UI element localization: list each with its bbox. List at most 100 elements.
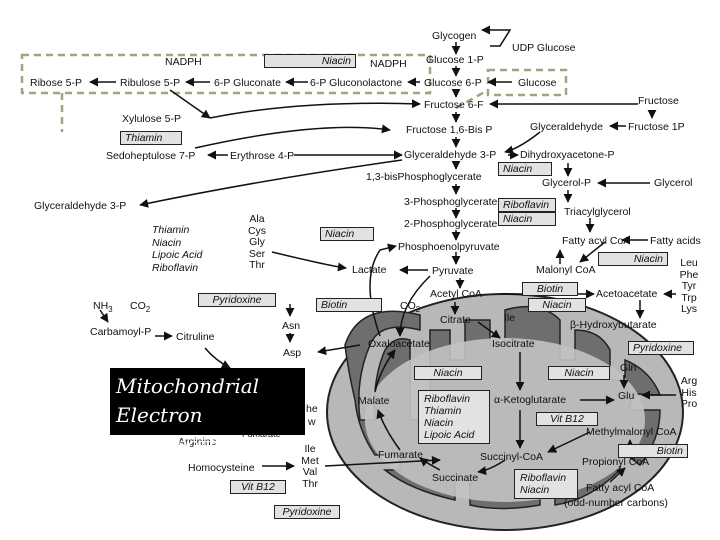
fructose-16-bisp: Fructose 1,6-Bis P [406,124,493,136]
fructose: Fructose [638,95,679,107]
title-line-2: Electron Transport [116,403,217,456]
tyr: Tyr [681,280,697,292]
glycogen: Glycogen [432,30,477,42]
pro: Pro [680,398,698,410]
glyceraldehyde-3p-left: Glyceraldehyde 3-P [34,200,127,212]
lys: Lys [681,303,697,315]
arg-group: Arg His Pro [676,375,702,411]
niacin-box-tca-right: Niacin [548,366,610,380]
gly: Gly [249,236,265,248]
leu: Leu [680,257,698,269]
alpha-ketoglutarate: α-Ketoglutarate [494,394,567,406]
xylulose-5p: Xylulose 5-P [122,113,181,125]
pyridoxine-box-mid: Pyridoxine [198,293,276,307]
arrow-fatty-acyl-malonyl [579,241,606,263]
pdh-thiamin: Thiamin [152,224,190,236]
ala-group: Ala Cys Gly Ser Thr [244,213,270,272]
mitochondrial-electron-transport-title: Mitochondrial Electron Transport [110,368,305,456]
arrows [89,25,676,483]
lactate: Lactate [352,264,387,276]
arrow-oxaloacetate-asp [317,344,361,356]
succ-complex-box: Riboflavin Niacin [514,469,578,499]
arg: Arg [680,375,698,387]
phe-fragment: he [306,403,318,415]
arrow-sedo-xylulose [194,124,391,149]
citruline: Citruline [176,331,215,343]
glucose-dashed-connector [455,88,489,110]
ile-mid: Ile [504,312,516,324]
ribulose-5p: Ribulose 5-P [120,77,181,89]
nadph-left: NADPH [165,56,202,68]
pyridoxine-box-bottom: Pyridoxine [274,505,340,519]
triacylglycerol: Triacylglycerol [564,206,631,218]
arrow-ribulose-xylulose [169,89,211,119]
arrow-nh3-carbamoyl [99,309,109,323]
glyceraldehyde: Glyceraldehyde [530,121,603,133]
vit-b12-box-mm: Vit B12 [536,412,598,426]
thr: Thr [249,259,265,271]
val: Val [302,466,318,478]
2-phosphoglycerate: 2-Phosphoglycerate [404,218,498,230]
methylmalonyl-coa: Methylmalonyl CoA [586,426,677,438]
ser: Ser [248,247,266,260]
bisphosphoglycerate: 1,3-bisPhosphoglycerate [366,171,482,183]
title-line-1: Mitochondrial [116,374,260,398]
matrix-space [365,338,645,502]
arrow-fattyodd-propionyl [609,467,626,483]
kg-complex-box: Riboflavin Thiamin Niacin Lipoic Acid [418,390,490,444]
ile: Ile [304,443,316,455]
arrow-glyceraldehyde-g3p [504,131,541,155]
pyruvate: Pyruvate [432,265,474,277]
odd-carbons-note: (odd-number carbons) [564,497,668,509]
arrow-ala-group-pyruvate [271,251,347,272]
niacin-box-fa: Niacin [598,252,668,266]
niacin-box-top: Niacin [264,54,356,68]
gln: Gln [620,362,637,374]
erythrose-4p: Erythrose 4-P [230,150,295,162]
acetoacetate: Acetoacetate [596,288,658,300]
nh3: NH3 [93,300,113,315]
fumarate: Fumarate [378,449,423,461]
arrow-succinate-fumarate [419,457,441,471]
arrow-pyruvate-oxaloacetate [395,275,431,337]
fatty-acyl-coa-odd: Fatty acyl CoA [586,482,655,494]
kg-lipoic-acid: Lipoic Acid [424,429,475,441]
6p-gluconate: 6-P Gluconate [214,77,281,89]
fatty-acyl-coa: Fatty acyl CoA [562,235,631,247]
thiamin-box-ppp: Thiamin [120,131,182,145]
co2-left: CO2 [130,300,151,315]
homocysteine: Homocysteine [188,462,255,474]
kg-niacin: Niacin [424,417,454,429]
biotin-box-pyruvate: Biotin [316,298,382,312]
arrow-citruline-cycle [204,347,231,369]
succinate: Succinate [432,472,479,484]
fatty-acids: Fatty acids [650,235,701,247]
nadph-right: NADPH [370,58,407,70]
acetyl-coa: Acetyl CoA [430,288,482,300]
fructose-6f: Fructose 6-F [424,99,484,111]
pdh-lipoic-acid: Lipoic Acid [152,249,203,261]
ribose-5p: Ribose 5-P [30,77,82,89]
arrow-citrate-isocitrate [477,321,501,339]
succinyl-coa: Succinyl-CoA [480,451,544,463]
succ-niacin: Niacin [520,484,550,496]
biotin-box-malonyl: Biotin [522,282,578,296]
met: Met [301,454,319,467]
phosphoenolpyruvate: Phosphoenolpyruvate [398,241,500,253]
riboflavin-box-tag: Riboflavin [498,198,556,212]
fructose-1p: Fructose 1P [628,121,685,133]
udp-glucose: UDP Glucose [512,42,576,54]
arrow-g3p-left [139,159,403,208]
vit-b12-box-left: Vit B12 [230,480,286,494]
w-fragment: w [308,416,316,428]
6p-gluconolactone: 6-P Gluconolactone [310,77,403,89]
arrow-succinyl-succinate [477,459,506,476]
arrow-fumarate-malate [376,409,401,451]
arrow-malate-oxaloacetate [374,349,396,393]
ile-group: Ile Met Val Thr [296,443,324,490]
glycerol: Glycerol [654,177,693,189]
glucose: Glucose [518,77,557,89]
glyceraldehyde-3p: Glyceraldehyde 3-P [404,149,497,161]
